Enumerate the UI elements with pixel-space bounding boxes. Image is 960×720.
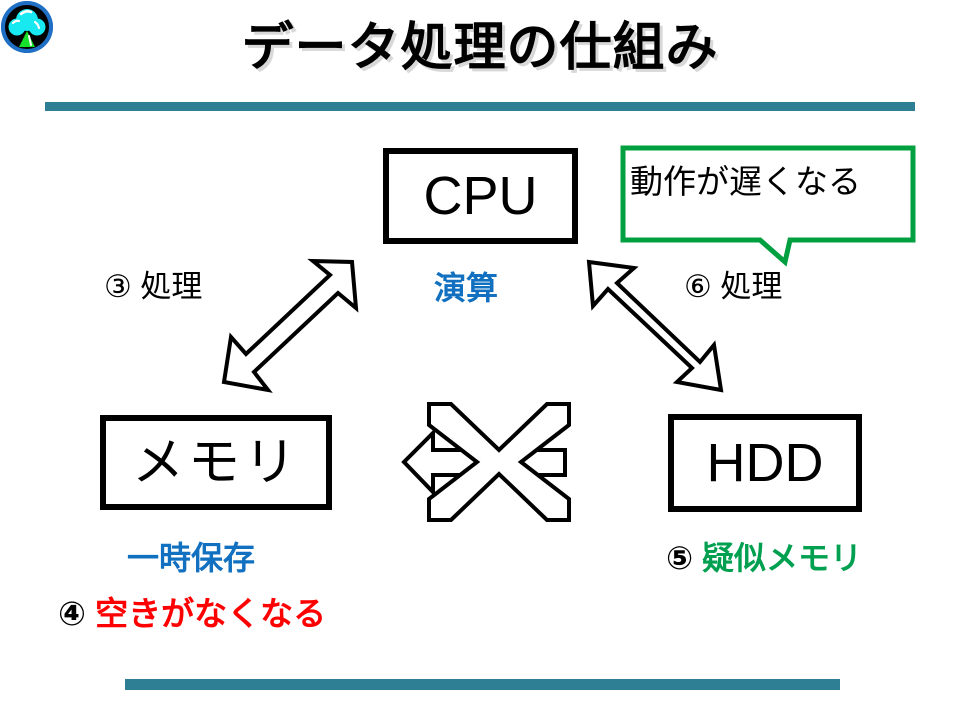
node-cpu-label: CPU [423, 166, 538, 226]
label-temp-storage: 一時保存 [127, 540, 256, 576]
callout-text: 動作が遅くなる [630, 163, 861, 200]
label-pseudo-memory: ⑤ 疑似メモリ [666, 542, 862, 574]
node-memory[interactable]: メモリ [100, 415, 332, 510]
memory-hdd-blocked-arrow [401, 402, 571, 522]
label-process-6: ⑥ 処理 [684, 269, 783, 304]
cpu-memory-arrow [221, 258, 359, 393]
callout-bubble [620, 145, 916, 267]
node-hdd[interactable]: HDD [668, 414, 862, 512]
page-title: データ処理の仕組み [241, 19, 719, 77]
label-process-3: ③ 処理 [104, 269, 203, 304]
label-enzan: 演算 [434, 270, 499, 306]
tree-logo-icon [1, 1, 53, 53]
label-memory-full-text: 空きがなくなる [95, 595, 327, 632]
label-memory-full: ④ 空きがなくなる [58, 597, 326, 630]
label-pseudo-memory-text: 疑似メモリ [701, 540, 862, 576]
node-memory-label: メモリ [131, 433, 300, 492]
footer-divider-rule [125, 679, 840, 690]
title-divider-rule [45, 102, 915, 111]
cpu-hdd-arrow [586, 259, 724, 393]
label-memory-full-number: ④ [58, 595, 96, 632]
label-pseudo-memory-number: ⑤ [666, 540, 702, 576]
node-hdd-label: HDD [706, 433, 824, 493]
node-cpu[interactable]: CPU [383, 148, 578, 244]
